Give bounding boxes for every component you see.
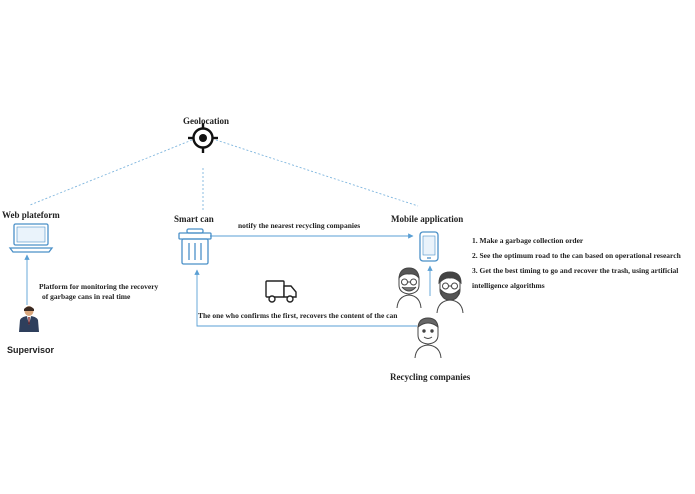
recycling-companies-label: Recycling companies — [390, 372, 471, 382]
monitoring-edge-label-line1: Platform for monitoring the recovery — [39, 282, 159, 291]
arrows — [24, 233, 433, 327]
step-1: 1. Make a garbage collection order — [472, 236, 584, 245]
laptop-icon — [8, 223, 54, 253]
step-3: 3. Get the best timing to go and recover… — [472, 266, 679, 290]
dotted-line-mobile — [215, 139, 419, 207]
smartphone-icon — [419, 231, 439, 262]
arrow-recover — [194, 269, 417, 327]
monitoring-edge-label-line2: of garbage cans in real time — [42, 292, 131, 301]
mobile-application-label: Mobile application — [391, 214, 464, 224]
businessman-icon — [19, 306, 39, 332]
person-1-icon — [396, 267, 422, 309]
truck-icon — [265, 280, 297, 303]
trash-can-icon — [178, 228, 212, 265]
web-platform-label: Web plateform — [2, 210, 60, 220]
crosshair-icon — [188, 123, 218, 153]
person-2-icon — [436, 271, 464, 314]
person-3-icon — [414, 317, 442, 359]
step-2: 2. See the optimum road to the can based… — [472, 251, 681, 260]
geolocation-label: Geolocation — [183, 116, 229, 126]
mobile-app-steps: 1. Make a garbage collection order 2. Se… — [472, 233, 694, 293]
people-icon — [396, 267, 464, 359]
supervisor-label: Supervisor — [7, 345, 55, 355]
dotted-line-web — [29, 139, 193, 206]
smart-can-label: Smart can — [174, 214, 214, 224]
confirm-edge-label: The one who confirms the first, recovers… — [198, 311, 398, 320]
dotted-connectors — [29, 139, 419, 210]
notify-edge-label: notify the nearest recycling companies — [238, 221, 361, 230]
